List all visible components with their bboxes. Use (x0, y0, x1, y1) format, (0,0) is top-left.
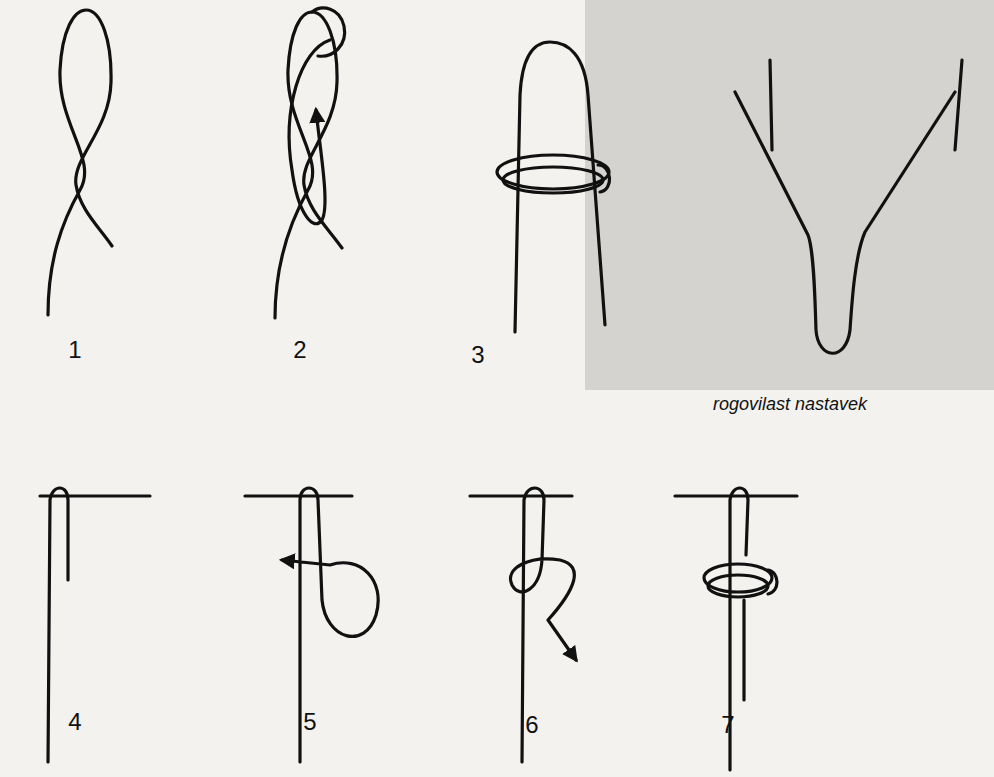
photo-ground (585, 0, 994, 390)
step-number: 3 (471, 342, 484, 368)
step-number: 1 (68, 337, 81, 363)
step-number: 4 (68, 709, 81, 735)
step-number: 7 (721, 712, 734, 738)
step-number: 2 (293, 337, 306, 363)
forked-extension-tip (770, 60, 772, 150)
knot-step-1 (48, 10, 112, 315)
knot-step-2 (275, 12, 342, 318)
knot-step-3-bump (598, 165, 610, 192)
knot-step-4 (48, 488, 68, 762)
forked-extension (735, 92, 955, 353)
forked-extension-tip (955, 60, 962, 150)
caption-label: rogovilast nastavek (713, 395, 867, 415)
knot-step-6 (511, 488, 576, 762)
bar (40, 494, 797, 497)
step-number: 6 (525, 712, 538, 738)
step-number: 5 (303, 709, 316, 735)
knot-step-7-bump (768, 570, 777, 594)
knot-step-5 (282, 488, 378, 762)
knot-step-2-arrow (289, 40, 330, 224)
knot-step-7 (742, 600, 745, 700)
knot-step-3-ring (503, 167, 603, 193)
knot-step-7-ring (708, 575, 768, 597)
